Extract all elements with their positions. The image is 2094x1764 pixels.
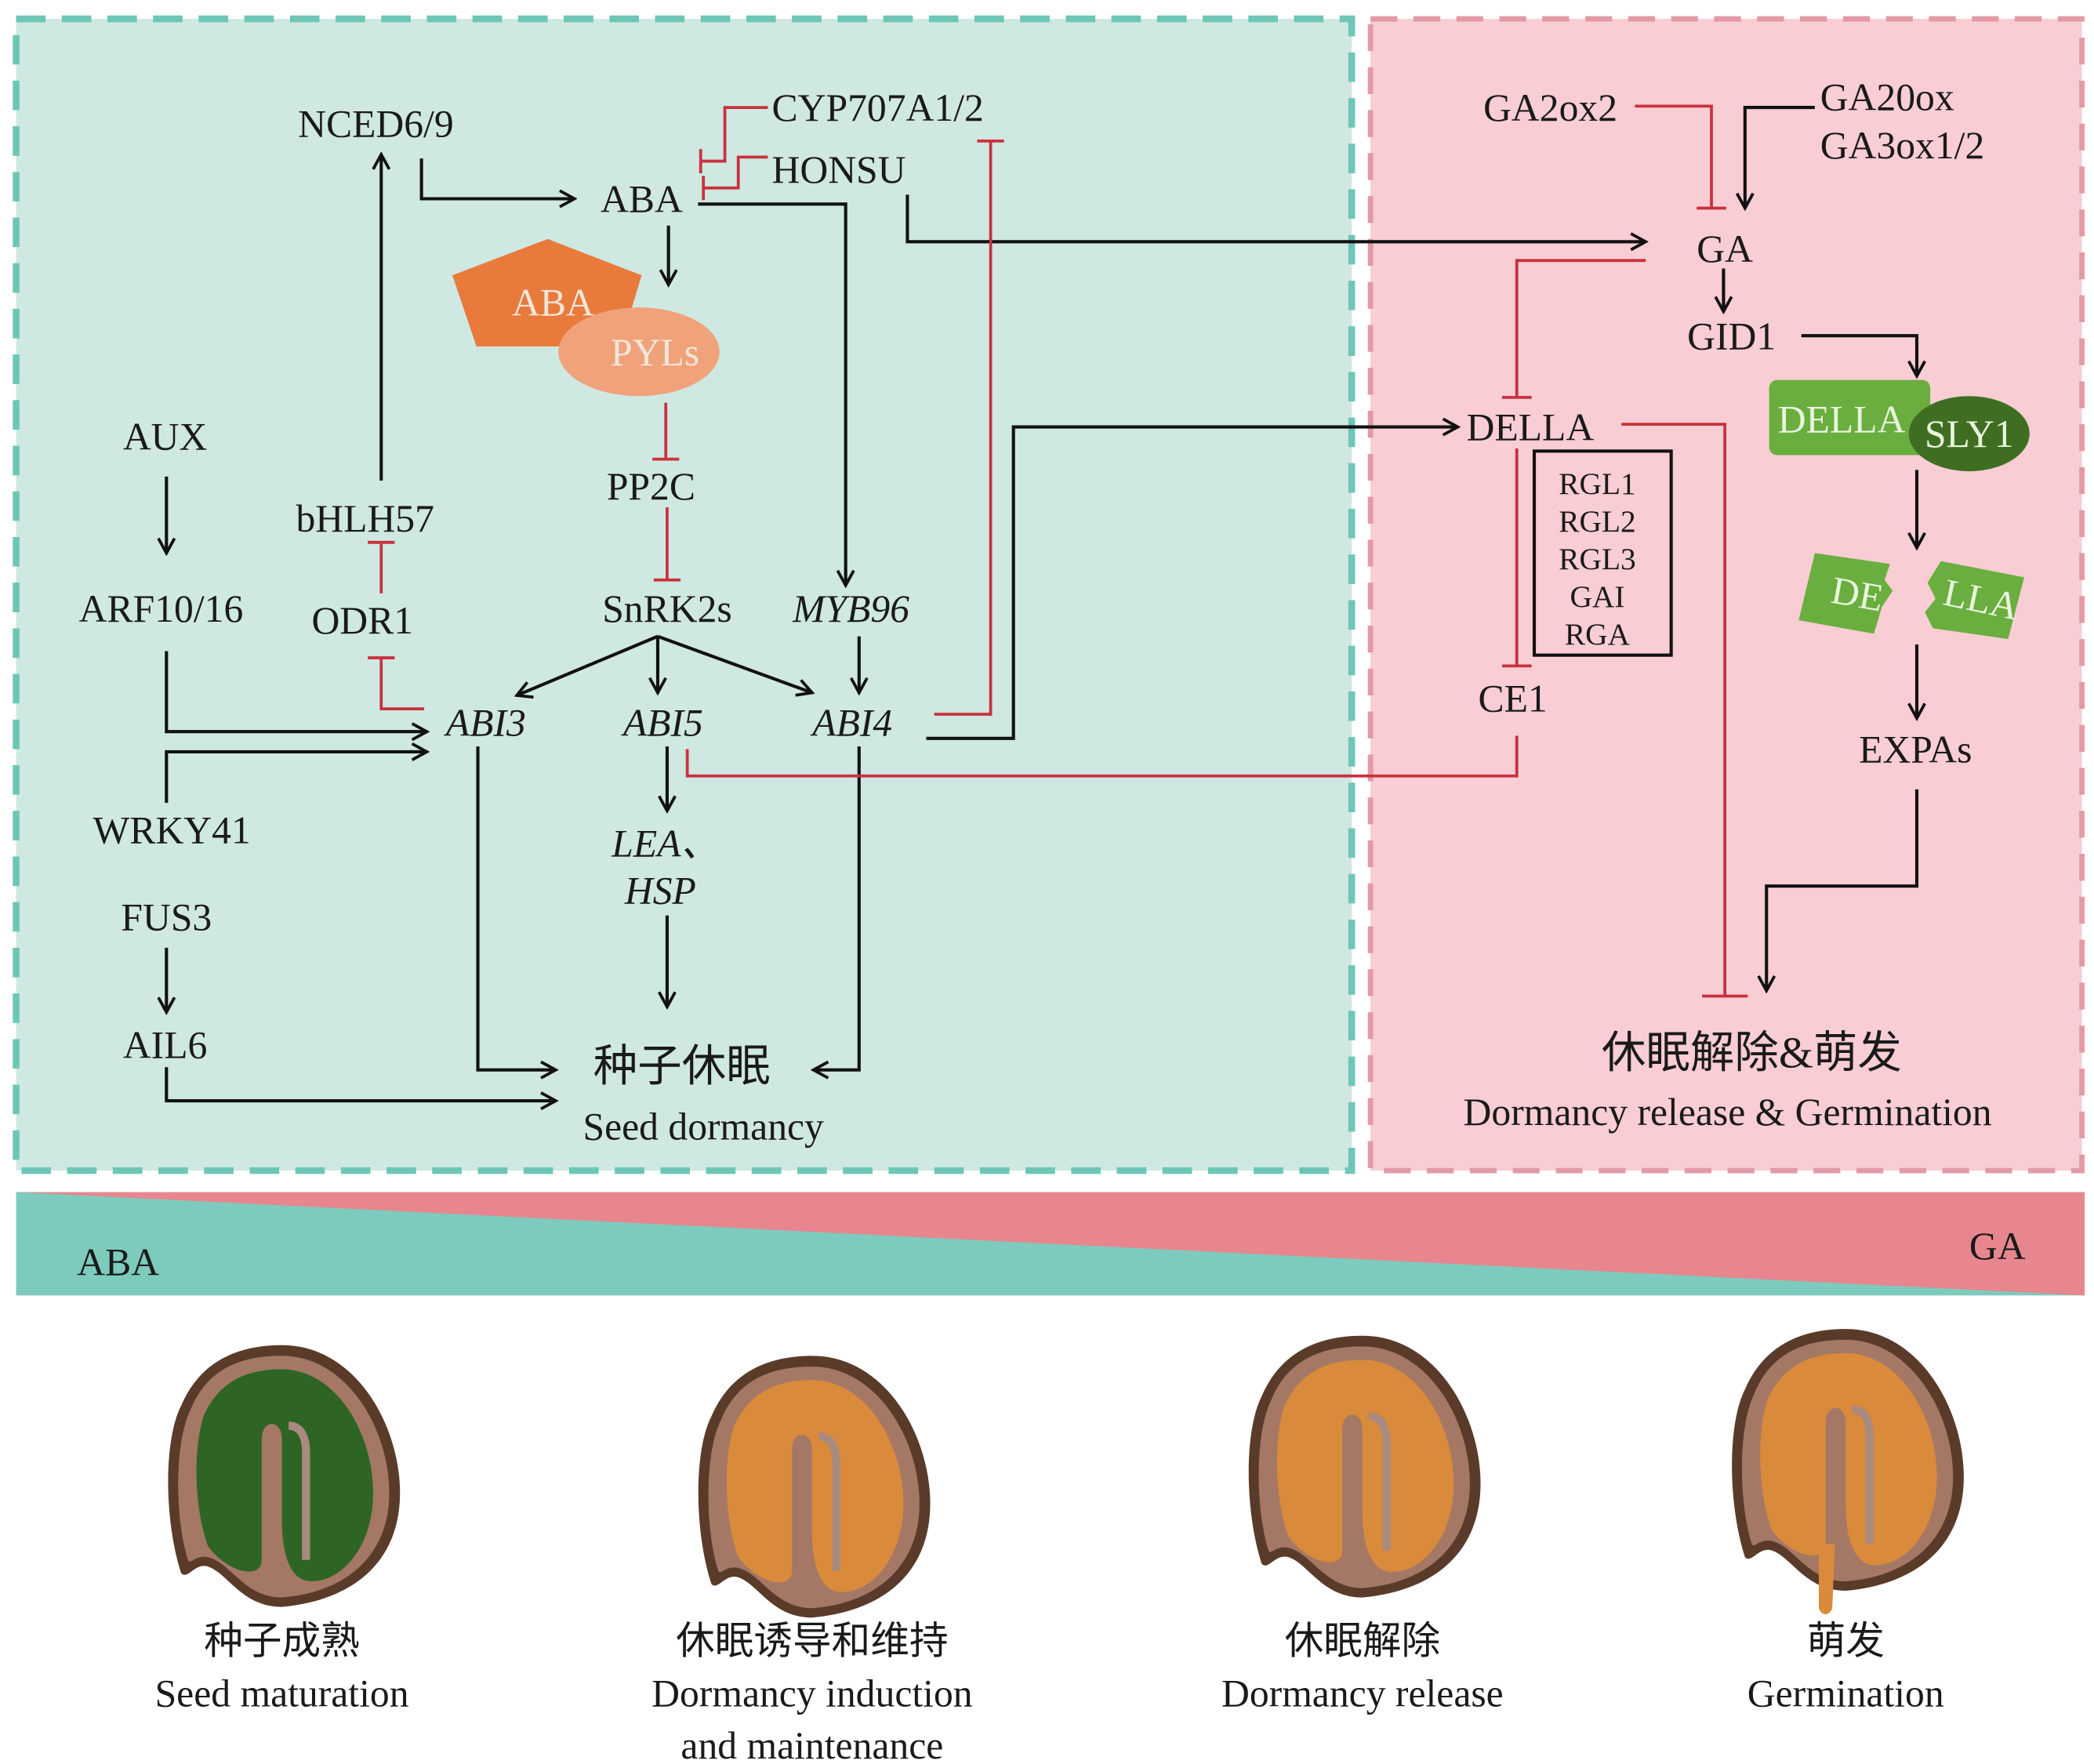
hormone-gradient: ABA GA	[16, 1192, 2085, 1296]
node-bhlh57: bHLH57	[296, 497, 434, 540]
node-honsu: HONSU	[772, 148, 906, 191]
stage-label-en: Dormancy induction	[651, 1671, 973, 1715]
pyls-ellipse	[558, 307, 720, 397]
embryo-groove	[1852, 1405, 1874, 1544]
node-myb96: MYB96	[792, 587, 909, 630]
seed-1	[168, 1345, 401, 1607]
aba-complex-label: ABA	[512, 281, 594, 324]
aba-panel-edges	[166, 106, 1646, 1101]
node-aba: ABA	[601, 178, 683, 221]
seed-dormancy-cn: 种子休眠	[593, 1042, 771, 1091]
node-ga3ox: GA3ox1/2	[1820, 124, 1985, 167]
ga-panel-edges	[1501, 104, 1917, 998]
node-nced: NCED6/9	[298, 103, 454, 146]
node-ga20ox: GA20ox	[1820, 75, 1954, 118]
node-hsp: HSP	[624, 869, 696, 912]
embryo	[196, 1369, 373, 1582]
seed-dormancy-en: Seed dormancy	[582, 1105, 824, 1149]
stage-label-cn: 萌发	[1807, 1620, 1885, 1663]
stage-label-cn: 休眠诱导和维持	[676, 1620, 949, 1663]
embryo-groove	[288, 1421, 310, 1560]
node-abi4: ABI4	[810, 701, 892, 744]
germination-cn: 休眠解除&萌发	[1602, 1029, 1902, 1077]
embryo	[1760, 1352, 1937, 1566]
node-ce1: CE1	[1478, 677, 1547, 720]
node-abi3: ABI3	[444, 701, 526, 744]
node-ga2ox2: GA2ox2	[1483, 86, 1617, 129]
stage-label-cn: 休眠解除	[1285, 1620, 1441, 1663]
della-broken-right	[1925, 561, 2024, 640]
sly1-label: SLY1	[1925, 412, 2014, 456]
seed-stages	[168, 1329, 1964, 1618]
node-odr1: ODR1	[311, 599, 413, 642]
embryo-groove	[1368, 1412, 1391, 1551]
aba-panel-nodes: NCED6/9 ABA CYP707A1/2 HONSU ABA PYLs PP…	[79, 86, 984, 1149]
node-arf: ARF10/16	[79, 587, 244, 630]
della-complex-label: DELLA	[1778, 397, 1906, 441]
node-ail6: AIL6	[123, 1023, 208, 1066]
node-pp2c: PP2C	[607, 465, 695, 508]
della-member: RGL2	[1559, 504, 1635, 539]
node-aux: AUX	[123, 416, 208, 459]
node-expas: EXPAs	[1859, 728, 1972, 771]
stage-labels: 种子成熟 Seed maturation 休眠诱导和维持 Dormancy in…	[155, 1620, 1944, 1764]
stage-label-en: Dormancy release	[1221, 1671, 1504, 1715]
node-cyp707a: CYP707A1/2	[772, 86, 984, 129]
della-broken-left	[1798, 553, 1893, 634]
sly1-ellipse	[1908, 396, 2030, 472]
seed-3	[1248, 1335, 1481, 1598]
germination-en: Dormancy release & Germination	[1464, 1091, 1992, 1134]
node-wrky41: WRKY41	[93, 808, 251, 851]
embryo	[726, 1380, 904, 1592]
node-snrk2s: SnRK2s	[602, 587, 732, 630]
ga-panel-nodes: GA2ox2 GA20ox GA3ox1/2 GA GID1 DELLA RGL…	[1464, 75, 2030, 1134]
radicle	[1819, 1544, 1835, 1614]
stage-label-en: Seed maturation	[155, 1671, 409, 1715]
aba-panel	[13, 15, 1355, 1174]
stage-label-cn: 种子成熟	[204, 1620, 360, 1663]
della-member: RGA	[1565, 617, 1631, 652]
embryo-groove	[818, 1432, 840, 1571]
embryo	[1276, 1359, 1454, 1573]
stage-label-en: and maintenance	[680, 1724, 943, 1764]
pyls-label: PYLs	[611, 331, 699, 374]
seed-2	[698, 1356, 931, 1618]
gradient-ga-label: GA	[1969, 1225, 2026, 1268]
della-members-box	[1532, 449, 1673, 657]
stage-label-en: Germination	[1747, 1671, 1944, 1715]
node-della: DELLA	[1467, 406, 1595, 449]
gradient-aba-label: ABA	[77, 1241, 159, 1284]
della-sly1-complex	[1769, 379, 1931, 456]
node-ga: GA	[1697, 227, 1753, 270]
seed-4	[1732, 1329, 1964, 1614]
della-member: GAI	[1570, 579, 1625, 614]
node-fus3: FUS3	[121, 896, 212, 939]
della-member: RGL3	[1559, 542, 1635, 576]
della-member: RGL1	[1559, 466, 1635, 501]
node-lea: LEA、	[611, 822, 720, 865]
node-gid1: GID1	[1687, 314, 1776, 358]
node-abi5: ABI5	[621, 701, 703, 744]
della-broken-left-label: DE	[1828, 568, 1887, 620]
